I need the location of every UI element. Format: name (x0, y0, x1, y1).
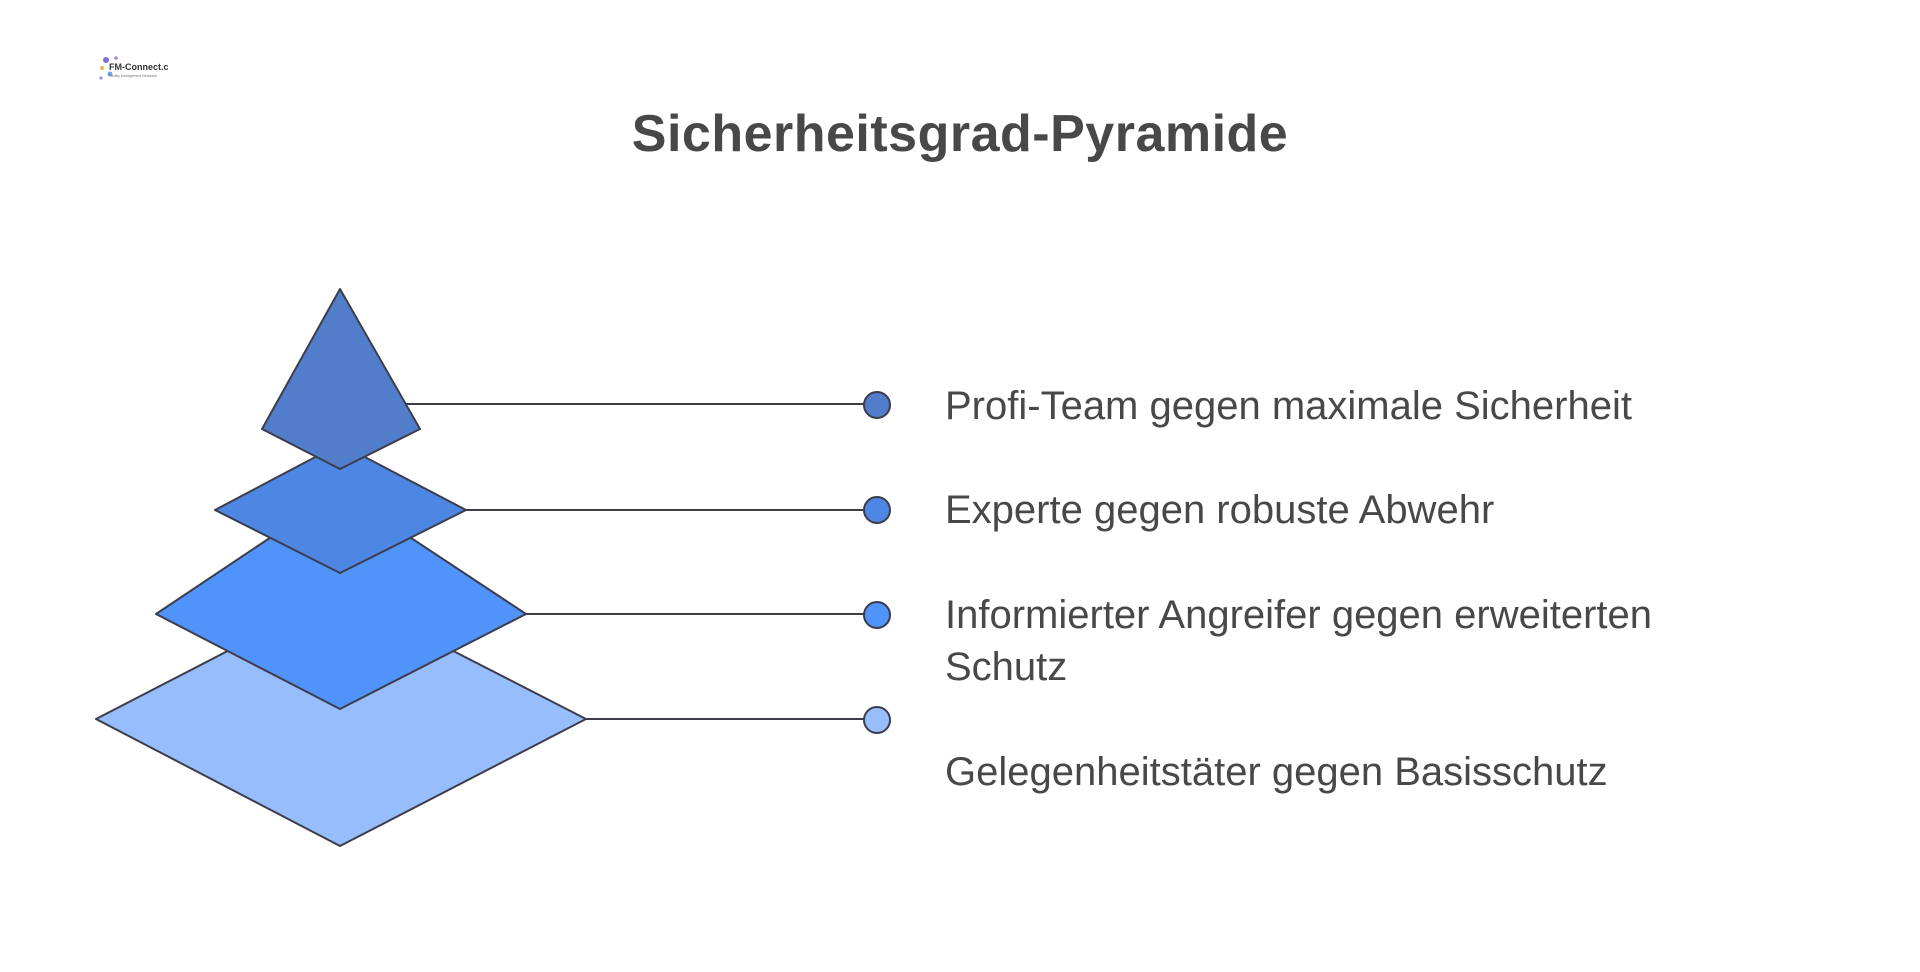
pyramid-level-1 (261, 288, 421, 470)
pyramid-level-3 (155, 490, 527, 710)
connector-dot-2 (863, 496, 891, 524)
fm-connect-logo: FM-Connect.com Facility Management Netzw… (99, 56, 168, 80)
connector-dot-1 (863, 391, 891, 419)
level-label-1: Profi-Team gegen maximale Sicherheit (945, 384, 1632, 428)
logo-subtext: Facility Management Netzwerk (109, 74, 157, 78)
logo-text: FM-Connect.com (109, 62, 168, 72)
connectors (400, 403, 876, 720)
pyramid-level-2 (214, 443, 467, 574)
level-label-2: Experte gegen robuste Abwehr (945, 488, 1495, 532)
page-title: Sicherheitsgrad-Pyramide (631, 105, 1289, 163)
pyramid-level-4 (95, 592, 587, 847)
connector-dot-3 (863, 601, 891, 629)
level-label-4: Gelegenheitstäter gegen Basisschutz (945, 750, 1608, 794)
connector-dot-4 (863, 706, 891, 734)
logo-dots-icon (99, 56, 118, 80)
level-label-3: Informierter Angreifer gegen erweiterten… (945, 593, 1653, 689)
